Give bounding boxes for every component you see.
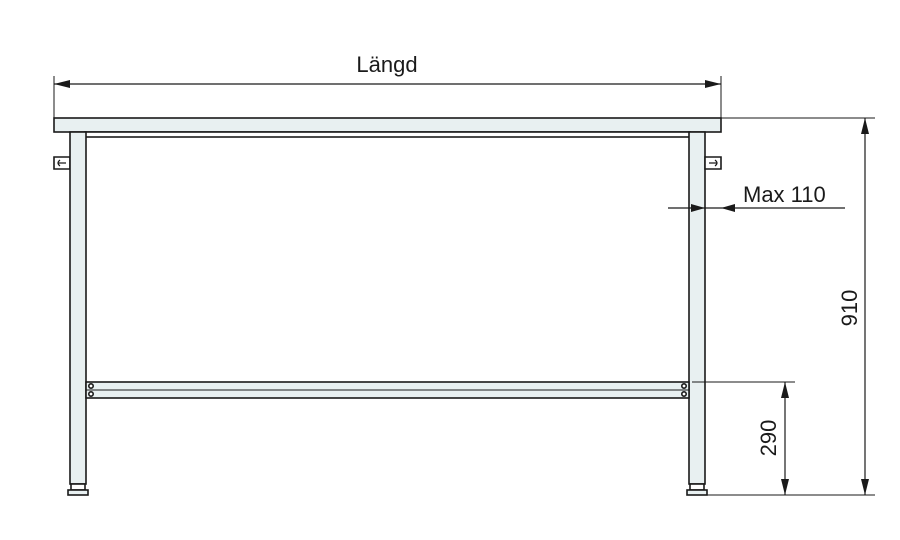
right-leg xyxy=(688,131,706,485)
length-label: Längd xyxy=(356,52,417,77)
shelf-screw-left-bottom xyxy=(88,390,95,397)
left-leg xyxy=(69,131,87,485)
left-foot-pad xyxy=(67,489,89,496)
right-bracket-hook-icon xyxy=(709,159,718,167)
left-foot xyxy=(70,483,86,491)
height-arrow-bottom xyxy=(861,479,869,495)
shelf-height-label: 290 xyxy=(756,420,781,457)
table-top xyxy=(53,117,722,133)
left-bracket-hook-icon xyxy=(57,159,66,167)
shelf-screw-left-top xyxy=(88,382,95,389)
shelf-screw-right-top xyxy=(680,382,687,389)
right-foot xyxy=(689,483,705,491)
height-total-label: 910 xyxy=(837,290,862,327)
shelf-screw-right-bottom xyxy=(680,390,687,397)
overhang-label: Max 110 xyxy=(743,182,826,207)
overhang-arrow-right xyxy=(721,204,735,212)
right-foot-pad xyxy=(686,489,708,496)
length-arrow-left xyxy=(54,80,70,88)
length-arrow-right xyxy=(705,80,721,88)
overhang-arrow-left xyxy=(691,204,705,212)
top-apron xyxy=(84,131,691,138)
shelf-height-arrow-bottom xyxy=(781,479,789,495)
height-arrow-top xyxy=(861,118,869,134)
shelf-height-arrow-top xyxy=(781,382,789,398)
